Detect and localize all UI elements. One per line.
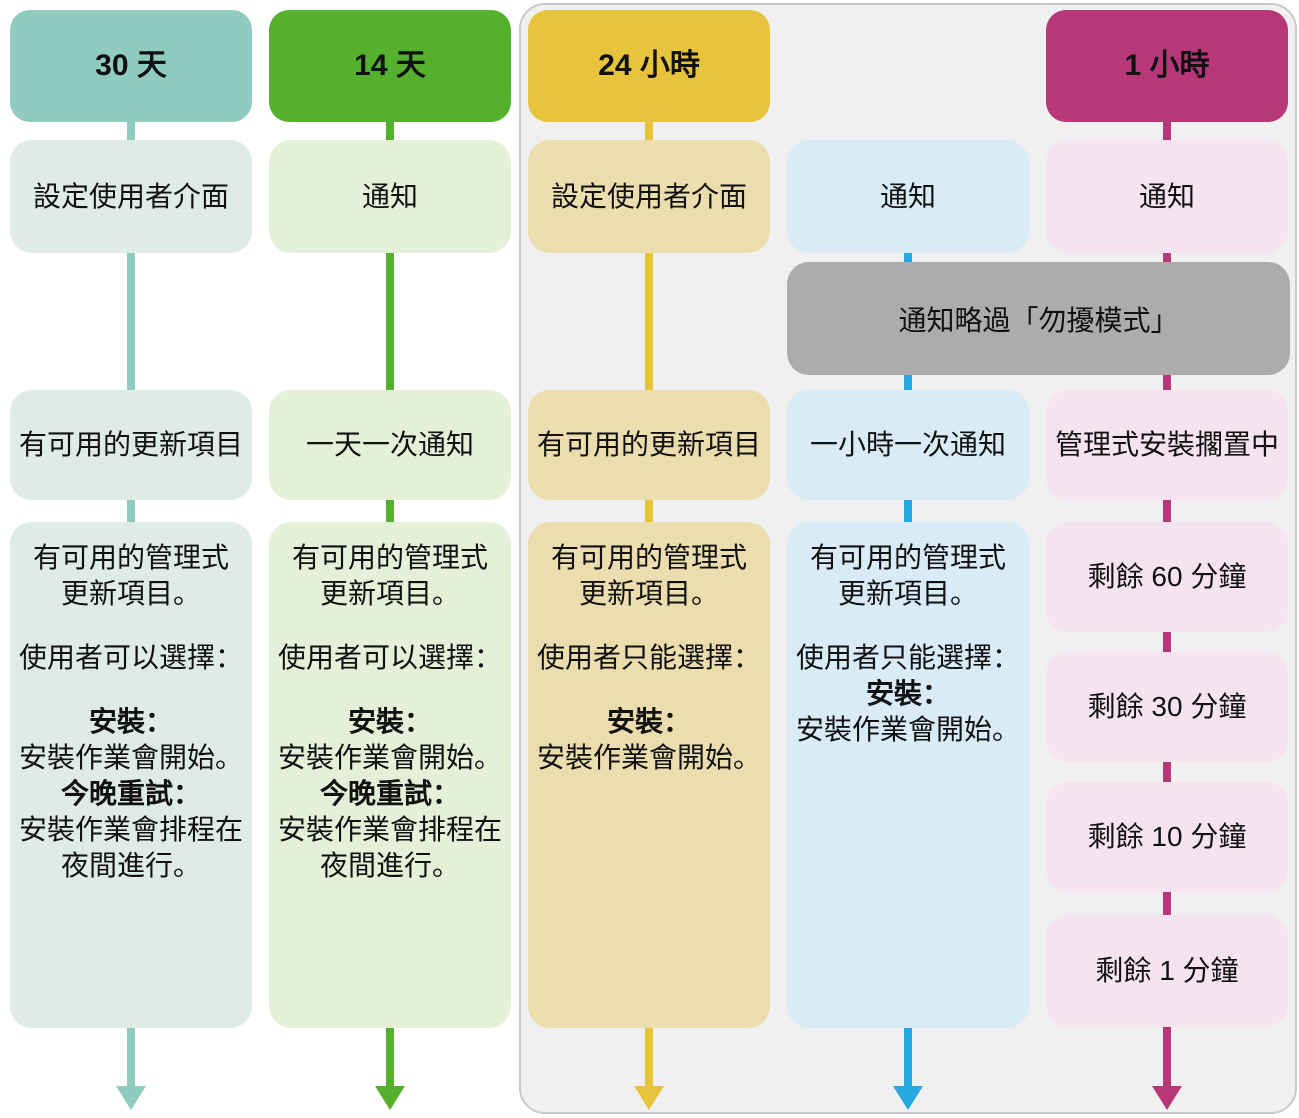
box-notification-hourly: 通知 bbox=[787, 140, 1029, 253]
detail-line: 使用者可以選擇： bbox=[18, 642, 243, 673]
box-notification-1h: 通知 bbox=[1046, 140, 1288, 253]
detail-spacer bbox=[528, 612, 770, 640]
arrow-stem bbox=[904, 1028, 912, 1088]
box-daily-notification-14d: 一天一次通知 bbox=[269, 390, 511, 500]
box-hourly-notification: 一小時一次通知 bbox=[787, 390, 1029, 500]
arrow-stem bbox=[127, 1028, 135, 1088]
box-update-available-24h: 有可用的更新項目 bbox=[528, 390, 770, 500]
detail-line: 有可用的管理式 bbox=[550, 542, 747, 573]
detail-line: 安裝： bbox=[88, 706, 173, 737]
connector bbox=[1163, 632, 1171, 652]
detail-line: 更新項目。 bbox=[578, 578, 719, 609]
detail-line: 夜間進行。 bbox=[60, 850, 201, 881]
arrow-down-icon bbox=[375, 1086, 405, 1110]
arrow-stem bbox=[645, 1028, 653, 1088]
detail-line: 使用者只能選擇： bbox=[795, 642, 1020, 673]
detail-line: 有可用的管理式 bbox=[32, 542, 229, 573]
connector bbox=[127, 500, 135, 522]
detail-spacer bbox=[10, 612, 252, 640]
detail-line: 安裝作業會開始。 bbox=[277, 742, 502, 773]
connector bbox=[1163, 500, 1171, 522]
connector bbox=[904, 500, 912, 522]
header-24-hours: 24 小時 bbox=[528, 10, 770, 122]
connector bbox=[1163, 892, 1171, 915]
detail-spacer bbox=[269, 676, 511, 704]
arrow-stem bbox=[386, 1028, 394, 1088]
detail-line: 使用者只能選擇： bbox=[536, 642, 761, 673]
connector bbox=[1163, 762, 1171, 782]
box-update-available-30d: 有可用的更新項目 bbox=[10, 390, 252, 500]
detail-line: 更新項目。 bbox=[319, 578, 460, 609]
box-detail-24h: 有可用的管理式 更新項目。 使用者只能選擇： 安裝： 安裝作業會開始。 bbox=[528, 522, 770, 1028]
header-30-days: 30 天 bbox=[10, 10, 252, 122]
arrow-stem bbox=[1163, 1027, 1171, 1088]
connector bbox=[1163, 375, 1171, 390]
detail-line: 更新項目。 bbox=[837, 578, 978, 609]
detail-spacer bbox=[528, 676, 770, 704]
connector bbox=[386, 122, 394, 140]
connector bbox=[386, 500, 394, 522]
header-1-hour: 1 小時 bbox=[1046, 10, 1288, 122]
header-14-days: 14 天 bbox=[269, 10, 511, 122]
detail-spacer bbox=[787, 612, 1029, 640]
detail-spacer bbox=[269, 612, 511, 640]
box-setup-ui-24h: 設定使用者介面 bbox=[528, 140, 770, 253]
detail-line: 安裝作業會開始。 bbox=[795, 714, 1020, 745]
detail-line: 安裝： bbox=[865, 678, 950, 709]
box-detail-30d: 有可用的管理式 更新項目。 使用者可以選擇： 安裝： 安裝作業會開始。 今晚重試… bbox=[10, 522, 252, 1028]
box-setup-ui-30d: 設定使用者介面 bbox=[10, 140, 252, 253]
arrow-down-icon bbox=[634, 1086, 664, 1110]
box-detail-hourly: 有可用的管理式 更新項目。 使用者只能選擇： 安裝： 安裝作業會開始。 bbox=[787, 522, 1029, 1028]
connector bbox=[904, 375, 912, 390]
detail-line: 使用者可以選擇： bbox=[277, 642, 502, 673]
connector bbox=[904, 253, 912, 263]
arrow-down-icon bbox=[116, 1086, 146, 1110]
detail-line: 今晚重試： bbox=[319, 778, 460, 809]
box-60-min-remaining: 剩餘 60 分鐘 bbox=[1046, 522, 1288, 632]
bypass-do-not-disturb-box: 通知略過「勿擾模式」 bbox=[787, 262, 1290, 375]
detail-line: 安裝作業會開始。 bbox=[536, 742, 761, 773]
detail-line: 安裝： bbox=[347, 706, 432, 737]
connector bbox=[645, 500, 653, 522]
detail-line: 安裝： bbox=[606, 706, 691, 737]
box-notification-14d: 通知 bbox=[269, 140, 511, 253]
box-10-min-remaining: 剩餘 10 分鐘 bbox=[1046, 782, 1288, 892]
connector bbox=[645, 122, 653, 140]
arrow-down-icon bbox=[893, 1086, 923, 1110]
arrow-down-icon bbox=[1152, 1086, 1182, 1110]
connector bbox=[645, 253, 653, 390]
detail-line: 更新項目。 bbox=[60, 578, 201, 609]
box-managed-install-pending: 管理式安裝擱置中 bbox=[1046, 390, 1288, 500]
detail-line: 有可用的管理式 bbox=[291, 542, 488, 573]
connector bbox=[386, 253, 394, 390]
detail-line: 安裝作業會排程在 bbox=[277, 814, 502, 845]
box-1-min-remaining: 剩餘 1 分鐘 bbox=[1046, 915, 1288, 1027]
detail-line: 今晚重試： bbox=[60, 778, 201, 809]
detail-line: 有可用的管理式 bbox=[809, 542, 1006, 573]
detail-line: 夜間進行。 bbox=[319, 850, 460, 881]
connector bbox=[1163, 253, 1171, 262]
detail-line: 安裝作業會排程在 bbox=[18, 814, 243, 845]
box-30-min-remaining: 剩餘 30 分鐘 bbox=[1046, 652, 1288, 762]
connector bbox=[1163, 122, 1171, 140]
detail-spacer bbox=[10, 676, 252, 704]
box-detail-14d: 有可用的管理式 更新項目。 使用者可以選擇： 安裝： 安裝作業會開始。 今晚重試… bbox=[269, 522, 511, 1028]
connector bbox=[127, 253, 135, 390]
connector bbox=[127, 122, 135, 140]
detail-line: 安裝作業會開始。 bbox=[18, 742, 243, 773]
